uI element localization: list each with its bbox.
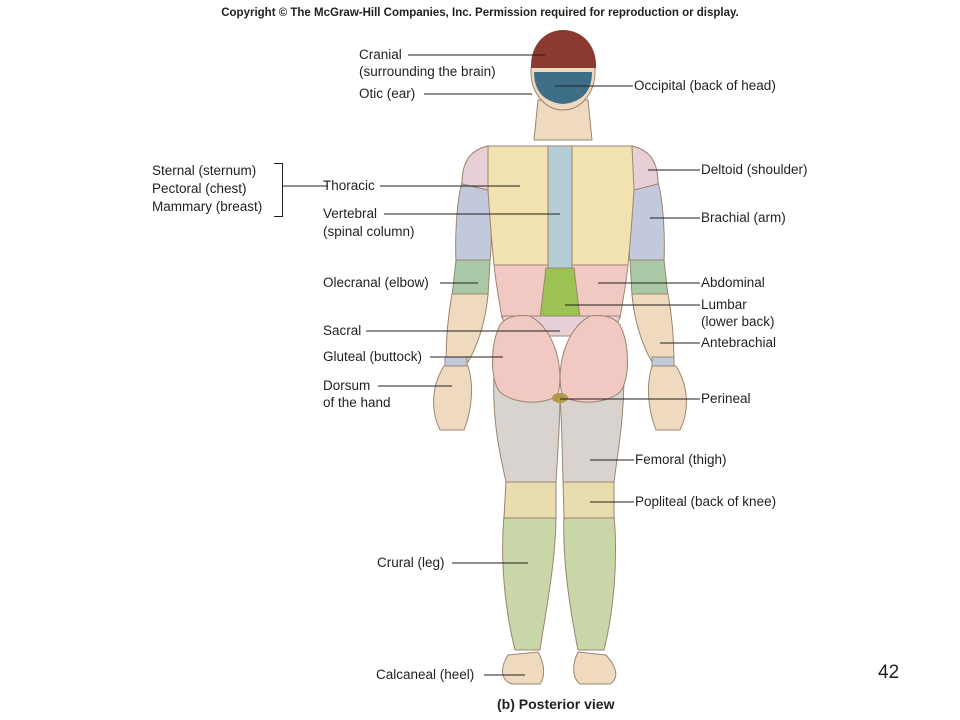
label-gluteal: Gluteal (buttock) xyxy=(323,349,423,364)
left-upper-arm xyxy=(455,181,492,263)
left-hand xyxy=(433,365,472,431)
left-popliteal-region xyxy=(503,479,557,519)
left-deltoid xyxy=(461,145,489,191)
left-crural-region xyxy=(502,514,557,651)
copyright-notice: Copyright © The McGraw-Hill Companies, I… xyxy=(221,7,739,19)
label-dorsum-sub: of the hand xyxy=(323,395,391,410)
vertebral-region xyxy=(547,145,573,269)
left-femoral-region xyxy=(493,374,561,483)
label-perineal: Perineal xyxy=(701,391,751,406)
label-abdominal: Abdominal xyxy=(701,275,765,290)
cranial-region xyxy=(530,30,597,68)
label-occipital: Occipital (back of head) xyxy=(634,78,776,93)
label-antebrachial: Antebrachial xyxy=(701,335,777,350)
label-olecranal: Olecranal (elbow) xyxy=(323,275,429,290)
page-number: 42 xyxy=(878,662,900,683)
label-vertebral: Vertebral xyxy=(323,206,378,221)
left-forearm xyxy=(445,293,489,363)
right-elbow xyxy=(629,259,669,297)
right-deltoid xyxy=(631,145,659,191)
label-crural: Crural (leg) xyxy=(377,555,445,570)
label-sternal: Sternal (sternum) xyxy=(152,163,257,178)
right-wrist xyxy=(651,356,675,367)
label-calcaneal: Calcaneal (heel) xyxy=(376,667,475,682)
right-popliteal-region xyxy=(562,479,615,519)
lumbar-region xyxy=(539,267,581,319)
right-hand xyxy=(648,365,687,431)
right-crural-region xyxy=(563,514,617,651)
label-pectoral: Pectoral (chest) xyxy=(152,181,247,196)
label-vertebral-sub: (spinal column) xyxy=(323,224,415,239)
label-thoracic: Thoracic xyxy=(323,178,375,193)
label-cranial-sub: (surrounding the brain) xyxy=(359,64,496,79)
label-sacral: Sacral xyxy=(323,323,362,338)
label-deltoid: Deltoid (shoulder) xyxy=(701,162,808,177)
label-cranial: Cranial xyxy=(359,47,402,62)
label-lumbar: Lumbar xyxy=(701,297,747,312)
right-foot xyxy=(573,651,617,685)
occipital-region xyxy=(534,72,592,104)
label-dorsum: Dorsum xyxy=(323,378,371,393)
left-foot xyxy=(502,651,545,685)
label-otic: Otic (ear) xyxy=(359,86,416,101)
label-lumbar-sub: (lower back) xyxy=(701,314,775,329)
label-femoral: Femoral (thigh) xyxy=(635,452,727,467)
label-popliteal: Popliteal (back of knee) xyxy=(635,494,777,509)
right-forearm xyxy=(631,293,675,363)
left-wrist xyxy=(444,356,468,367)
chest-labels-bracket xyxy=(274,163,283,217)
label-mammary: Mammary (breast) xyxy=(152,199,263,214)
figure-caption: (b) Posterior view xyxy=(497,696,615,712)
right-femoral-region xyxy=(559,374,625,483)
leader-lines xyxy=(282,54,700,676)
label-brachial: Brachial (arm) xyxy=(701,210,786,225)
perineal-region xyxy=(552,393,568,403)
left-elbow xyxy=(451,259,491,297)
